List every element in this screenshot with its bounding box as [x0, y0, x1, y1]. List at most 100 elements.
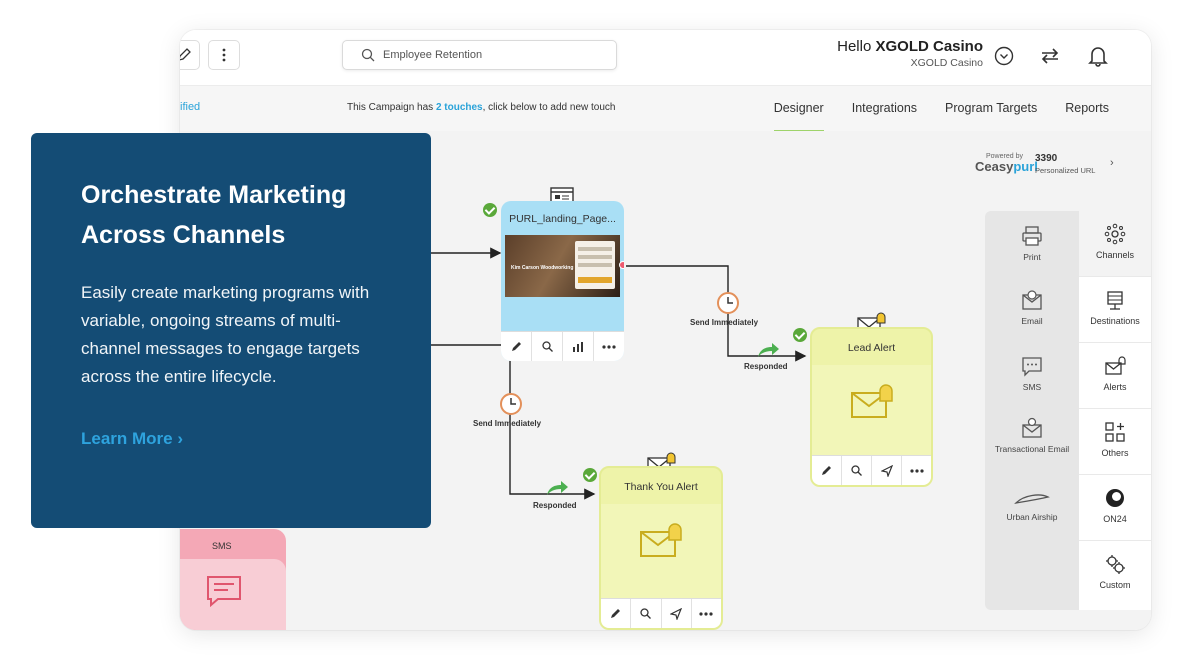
category-others[interactable]: Others	[1079, 409, 1151, 475]
success-check-icon	[583, 468, 597, 482]
node-toolbar	[601, 598, 721, 628]
node-more-button[interactable]	[902, 456, 931, 485]
network-icon	[1104, 223, 1126, 245]
node-toolbar	[812, 455, 931, 485]
purl-expand-chevron[interactable]: ›	[1110, 157, 1114, 169]
sms-touch-node[interactable]: SMS	[180, 514, 286, 630]
top-bar: Hello XGOLD Casino XGOLD Casino	[180, 30, 1151, 85]
kebab-icon	[222, 48, 226, 62]
tab-reports[interactable]: Reports	[1065, 101, 1109, 115]
urban-airship-icon	[1014, 494, 1050, 504]
custom-gears-icon	[1106, 555, 1125, 574]
preview-heading: Kim Carson Woodworking	[511, 265, 574, 271]
learn-more-link[interactable]: Learn More ›	[81, 429, 184, 448]
touch-info: This Campaign has 2 touches, click below…	[347, 102, 616, 113]
send-node-button[interactable]	[872, 456, 902, 485]
clock-icon[interactable]	[716, 291, 740, 315]
stats-node-button[interactable]	[563, 332, 594, 361]
channel-email[interactable]: Email	[985, 289, 1079, 327]
bell-icon	[1088, 47, 1108, 67]
responded-arrow-icon[interactable]	[756, 341, 780, 359]
chevron-down-circle-icon	[994, 46, 1014, 66]
dots-icon	[699, 611, 713, 616]
pencil-icon	[180, 48, 191, 61]
email-icon	[1022, 290, 1042, 310]
user-name: XGOLD Casino	[875, 38, 983, 55]
feature-overlay-card: Orchestrate Marketing Across Channels Ea…	[31, 133, 431, 528]
touch-count: 2 touches	[435, 102, 483, 113]
success-check-icon	[793, 328, 807, 342]
sms-label: SMS	[212, 541, 232, 551]
node-title: Lead Alert	[847, 342, 896, 354]
campaign-subnav: ified This Campaign has 2 touches, click…	[180, 85, 1151, 132]
search-icon	[541, 341, 553, 352]
edit-node-button[interactable]	[812, 456, 842, 485]
switch-account-button[interactable]	[1037, 43, 1063, 69]
purl-landing-node[interactable]: PURL_landing_Page... Kim Carson Woodwork…	[501, 201, 624, 361]
envelope-bell-icon	[851, 384, 893, 418]
tab-integrations[interactable]: Integrations	[851, 101, 918, 115]
channel-print[interactable]: Print	[985, 225, 1079, 263]
overlay-title: Orchestrate Marketing Across Channels	[81, 181, 347, 249]
more-menu-button[interactable]	[208, 40, 240, 70]
swap-arrows-icon	[1041, 48, 1059, 64]
search-icon	[640, 608, 652, 619]
preview-node-button[interactable]	[631, 599, 662, 628]
message-icon	[207, 576, 241, 607]
search-icon	[361, 48, 375, 62]
edit-button[interactable]	[180, 40, 200, 70]
dots-icon	[909, 468, 924, 473]
landing-page-preview: Kim Carson Woodworking	[505, 235, 620, 297]
edit-node-button[interactable]	[601, 599, 632, 628]
lead-alert-node[interactable]: Lead Alert	[810, 327, 933, 487]
printer-icon	[1022, 226, 1042, 246]
campaign-status: ified	[180, 101, 201, 113]
category-destinations[interactable]: Destinations	[1079, 277, 1151, 343]
category-on24[interactable]: ON24	[1079, 475, 1151, 541]
search-input[interactable]	[383, 49, 583, 61]
notifications-button[interactable]	[1085, 43, 1111, 69]
tab-designer[interactable]: Designer	[773, 86, 824, 132]
preview-node-button[interactable]	[842, 456, 872, 485]
envelope-bell-icon	[640, 523, 682, 557]
account-dropdown-button[interactable]	[991, 43, 1017, 69]
grid-plus-icon	[1105, 422, 1125, 442]
node-title: PURL_landing_Page...	[509, 213, 616, 225]
chevron-right-icon: ›	[177, 429, 184, 448]
designer-tabs: Designer Integrations Program Targets Re…	[773, 86, 1109, 132]
clock-icon[interactable]	[499, 392, 523, 416]
category-alerts[interactable]: Alerts	[1079, 343, 1151, 409]
tab-program-targets[interactable]: Program Targets	[945, 101, 1038, 115]
category-channels[interactable]: Channels	[1079, 211, 1151, 277]
channel-sms[interactable]: SMS	[985, 355, 1079, 393]
user-greeting: Hello XGOLD Casino XGOLD Casino	[837, 38, 983, 69]
purl-count: 3390 Personalized URL	[1035, 153, 1096, 175]
send-node-button[interactable]	[662, 599, 692, 628]
search-box	[342, 40, 617, 70]
destination-icon	[1107, 291, 1123, 310]
channel-transactional-email[interactable]: Transactional Email	[985, 417, 1079, 455]
chat-bubble-icon	[1022, 357, 1042, 377]
easypurl-badge: Powered by Ceasypurl	[975, 153, 1038, 174]
thank-you-alert-node[interactable]: Thank You Alert	[599, 466, 723, 630]
send-icon	[670, 607, 683, 620]
responded-arrow-icon[interactable]	[545, 479, 569, 497]
edit-node-button[interactable]	[501, 332, 532, 361]
node-more-button[interactable]	[692, 599, 721, 628]
hello-text: Hello	[837, 38, 872, 55]
node-toolbar	[501, 331, 624, 361]
channel-urban-airship[interactable]: Urban Airship	[985, 493, 1079, 523]
category-custom[interactable]: Custom	[1079, 541, 1151, 607]
preview-node-button[interactable]	[532, 332, 563, 361]
pencil-icon	[822, 466, 831, 475]
channel-list: Print Email SMS Transactional Email Urba…	[985, 211, 1079, 610]
responded-label: Responded	[744, 362, 788, 371]
dots-icon	[602, 344, 616, 349]
node-title: Thank You Alert	[624, 481, 698, 493]
send-icon	[880, 464, 893, 477]
send-immediately-label: Send Immediately	[690, 318, 759, 327]
node-more-button[interactable]	[594, 332, 624, 361]
output-port[interactable]	[619, 261, 624, 269]
pencil-icon	[511, 342, 521, 351]
overlay-body: Easily create marketing programs with va…	[81, 283, 370, 386]
